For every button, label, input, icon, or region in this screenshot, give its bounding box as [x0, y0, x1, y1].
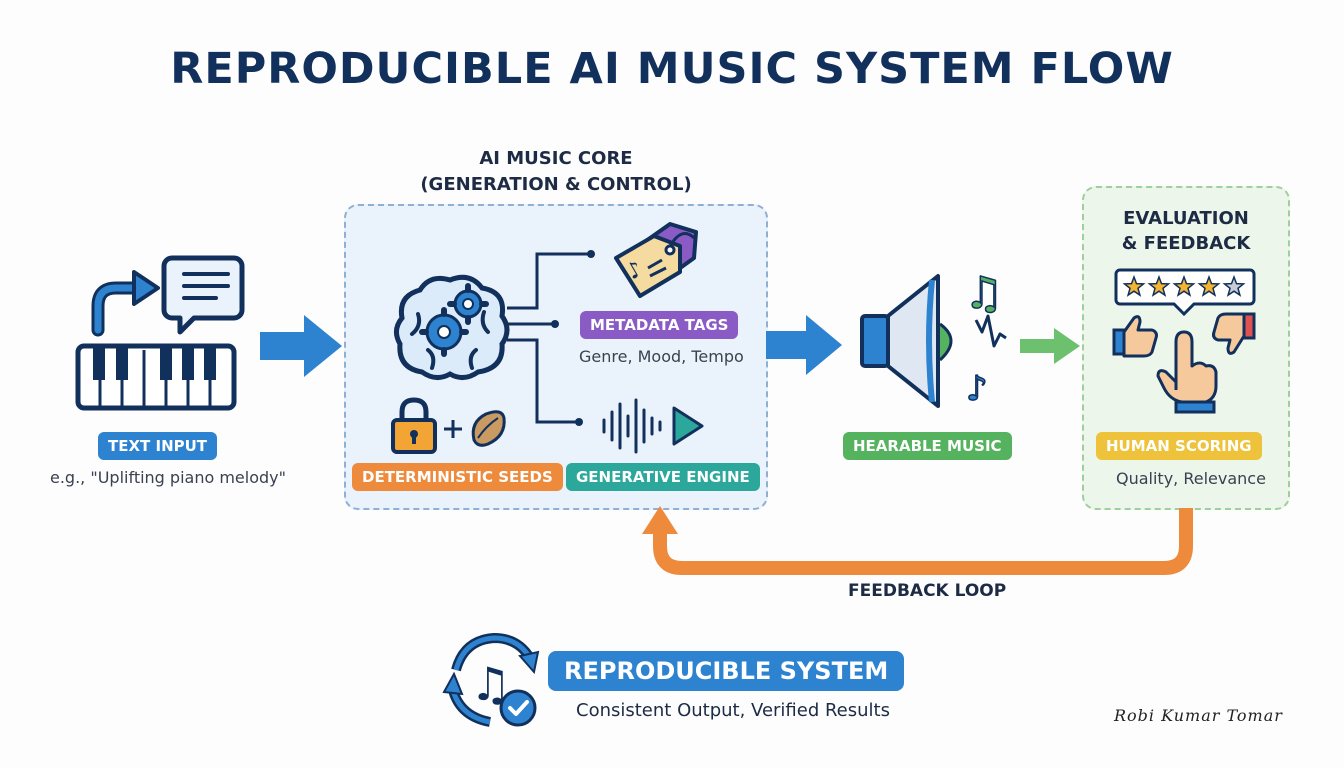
- seed-icon: [471, 410, 506, 447]
- star-icon: [1122, 274, 1146, 297]
- deterministic-seeds-label: DETERMINISTIC SEEDS: [352, 463, 563, 491]
- human-scoring-label: HUMAN SCORING: [1096, 432, 1262, 460]
- feedback-loop-label: FEEDBACK LOOP: [848, 581, 1007, 601]
- thumbs-down-icon: [1212, 312, 1256, 355]
- star-icon: [1197, 274, 1221, 297]
- arrow-right-icon-3: [1020, 328, 1080, 364]
- metadata-tags-label: METADATA TAGS: [580, 311, 739, 339]
- reproducible-system-caption: Consistent Output, Verified Results: [576, 700, 890, 721]
- arrow-right-icon: [260, 315, 342, 377]
- arrow-right-icon-2: [766, 315, 842, 375]
- star-icon: [1147, 274, 1171, 297]
- text-input-label: TEXT INPUT: [98, 432, 218, 460]
- reproducible-system-badge: REPRODUCIBLE SYSTEM: [548, 651, 905, 691]
- evaluation-title-line2: & FEEDBACK: [1121, 233, 1251, 254]
- feedback-loop-arrow: [642, 506, 1193, 575]
- tag-icon: ♪: [614, 222, 698, 298]
- star-icon: [1222, 274, 1246, 297]
- reproducible-cycle-icon: ♫: [442, 632, 540, 727]
- rating-stars: [1114, 268, 1256, 317]
- core-title-line2: (GENERATION & CONTROL): [420, 174, 692, 195]
- generative-engine-label: GENERATIVE ENGINE: [566, 463, 760, 491]
- svg-text:♪: ♪: [966, 369, 988, 409]
- star-icon: [1172, 274, 1196, 297]
- speaker-icon: ♫ ♪: [860, 267, 1007, 410]
- human-scoring-caption: Quality, Relevance: [1116, 469, 1266, 488]
- pointing-hand-icon: [1156, 330, 1218, 414]
- core-title: AI MUSIC CORE (GENERATION & CONTROL): [374, 146, 738, 198]
- signature: Robi Kumar Tomar: [1114, 706, 1283, 725]
- keyboard-chat-icon: [75, 255, 245, 411]
- evaluation-title: EVALUATION & FEEDBACK: [1082, 206, 1290, 256]
- thumbs-up-icon: [1112, 315, 1158, 358]
- brain-gears-icon: [394, 274, 510, 380]
- page-title: REPRODUCIBLE AI MUSIC SYSTEM FLOW: [170, 44, 1174, 94]
- lock-icon: [391, 397, 437, 454]
- hearable-music-label: HEARABLE MUSIC: [843, 432, 1012, 460]
- metadata-tags-caption: Genre, Mood, Tempo: [579, 347, 744, 366]
- core-title-line1: AI MUSIC CORE: [479, 148, 633, 169]
- core-connectors: [507, 250, 595, 426]
- svg-text:♫: ♫: [964, 268, 1003, 319]
- text-input-caption: e.g., "Uplifting piano melody": [50, 468, 286, 487]
- evaluation-title-line1: EVALUATION: [1123, 208, 1249, 229]
- waveform-play-icon: [602, 398, 704, 454]
- plus-icon: [444, 420, 462, 438]
